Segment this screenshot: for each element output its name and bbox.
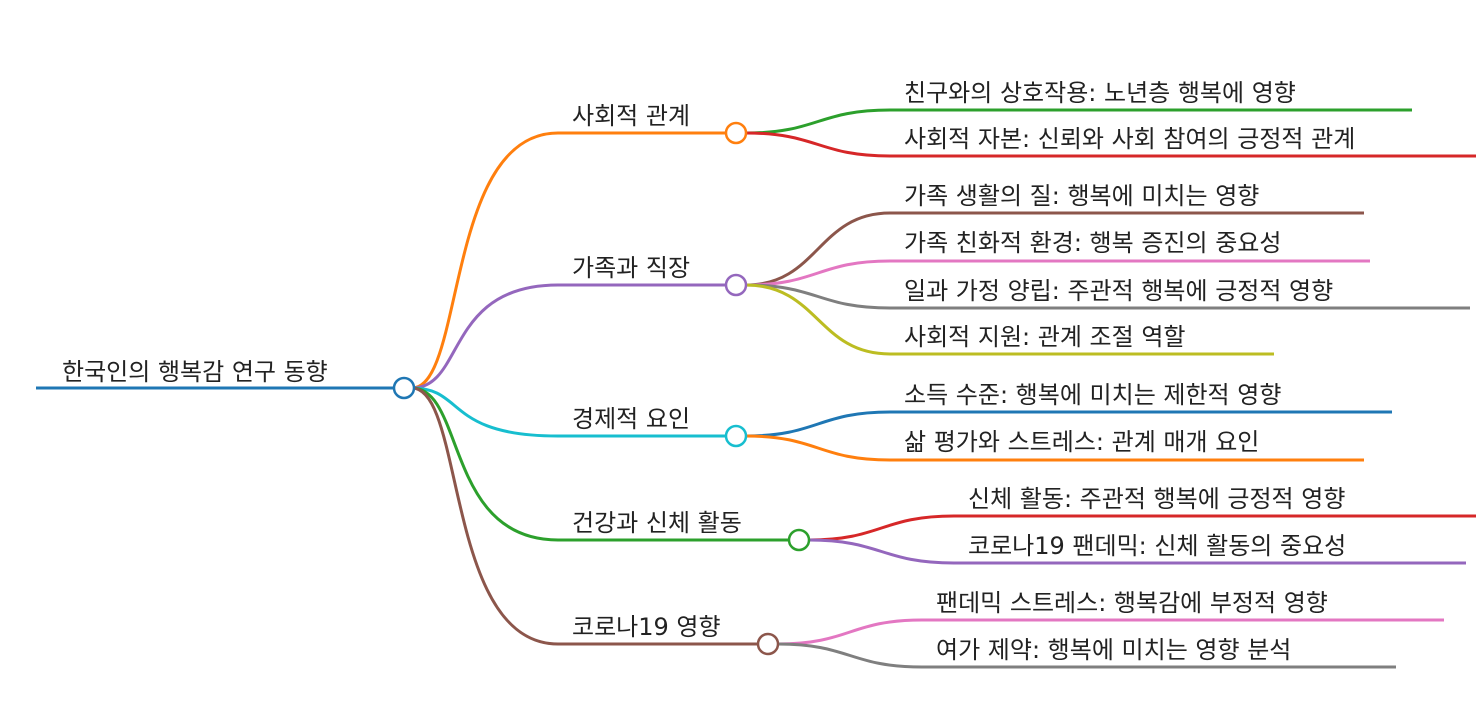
leaf-edge (776, 642, 924, 669)
leaf-edge (807, 514, 956, 542)
leaf-edge (744, 259, 892, 287)
branch-node[interactable] (756, 632, 780, 656)
branch-node[interactable] (724, 121, 748, 145)
root-node[interactable] (392, 376, 416, 400)
leaf-edge (807, 538, 956, 565)
leaf-edge (744, 410, 892, 438)
root-label: 한국인의 행복감 연구 동향 (62, 358, 328, 386)
leaf-edge (744, 283, 892, 310)
branch-edge (410, 131, 560, 390)
leaf-label: 일과 가정 양립: 주관적 행복에 긍정적 영향 (904, 277, 1333, 305)
branch-node[interactable] (787, 528, 811, 552)
leaf-label: 사회적 지원: 관계 조절 역할 (904, 323, 1185, 351)
leaf-label: 삶 평가와 스트레스: 관계 매개 요인 (904, 428, 1259, 456)
leaf-label: 소득 수준: 행복에 미치는 제한적 영향 (904, 381, 1281, 409)
branch-label-economic: 경제적 요인 (572, 405, 690, 433)
branch-edge (410, 386, 560, 438)
branch-edge (410, 386, 560, 542)
mindmap-labels: 한국인의 행복감 연구 동향 사회적 관계 가족과 직장 경제적 요인 건강과 … (62, 79, 1355, 664)
branch-edge (410, 283, 560, 390)
leaf-edge (744, 108, 892, 135)
leaf-label: 사회적 자본: 신뢰와 사회 참여의 긍정적 관계 (904, 125, 1355, 153)
leaf-edge (776, 618, 924, 646)
branch-node[interactable] (724, 424, 748, 448)
branch-label-covid: 코로나19 영향 (572, 613, 721, 641)
leaf-label: 신체 활동: 주관적 행복에 긍정적 영향 (968, 485, 1345, 513)
leaf-label: 가족 친화적 환경: 행복 증진의 중요성 (904, 229, 1281, 257)
branch-label-health: 건강과 신체 활동 (572, 509, 742, 537)
mindmap-nodes (392, 121, 811, 656)
branch-label-social: 사회적 관계 (572, 102, 690, 130)
leaf-edge (744, 131, 892, 158)
leaf-label: 친구와의 상호작용: 노년층 행복에 영향 (904, 79, 1296, 107)
leaf-label: 가족 생활의 질: 행복에 미치는 영향 (904, 182, 1259, 210)
leaf-label: 팬데믹 스트레스: 행복감에 부정적 영향 (936, 589, 1328, 617)
leaf-edge (744, 283, 892, 356)
leaf-edge (744, 211, 892, 287)
branch-node[interactable] (724, 273, 748, 297)
branch-label-family: 가족과 직장 (572, 254, 690, 282)
mindmap-underlines (36, 108, 1476, 669)
mindmap-edges (410, 108, 956, 669)
leaf-edge (744, 434, 892, 462)
leaf-label: 여가 제약: 행복에 미치는 영향 분석 (936, 636, 1291, 664)
branch-edge (410, 386, 560, 646)
leaf-label: 코로나19 팬데믹: 신체 활동의 중요성 (968, 532, 1346, 560)
